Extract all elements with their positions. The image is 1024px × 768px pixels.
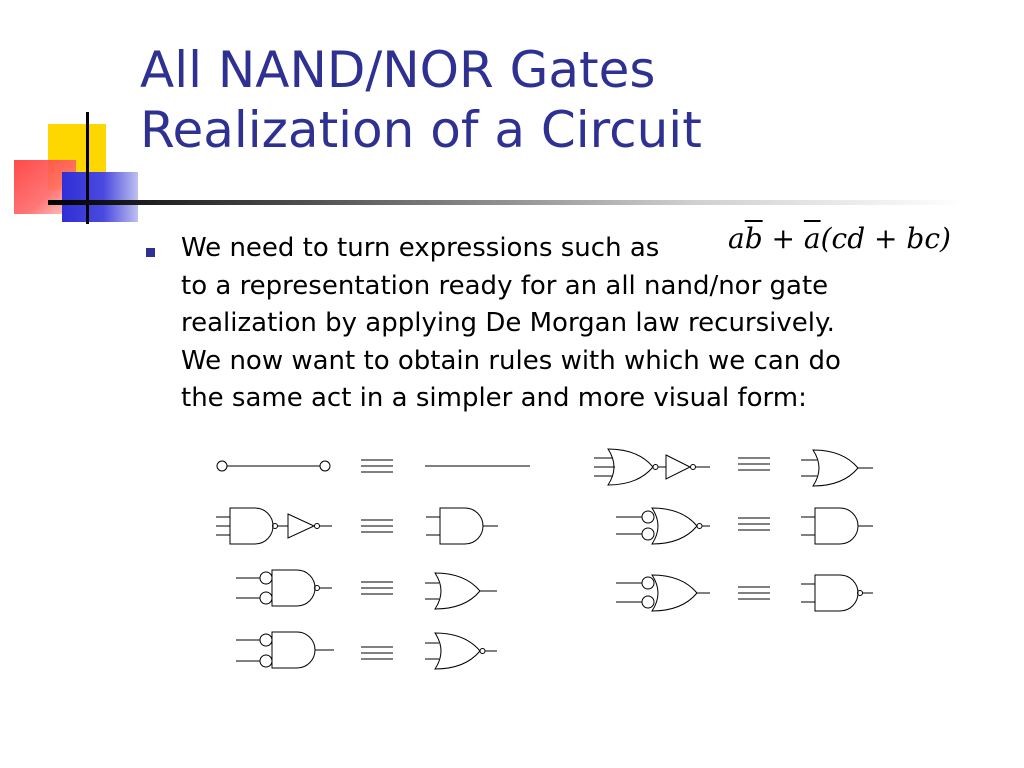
deco-vertical-line xyxy=(86,112,89,224)
expr-term-a-bar: a xyxy=(803,222,821,255)
nand-gate xyxy=(801,574,873,612)
or-inverted-inputs-gate xyxy=(616,574,710,612)
not-gate xyxy=(287,513,332,539)
slide-title: All NAND/NOR Gates Realization of a Circ… xyxy=(140,40,1000,160)
bullet-line-5: the same act in a simpler and more visua… xyxy=(181,383,807,413)
title-line-1: All NAND/NOR Gates xyxy=(140,41,656,99)
title-line-2: Realization of a Circuit xyxy=(140,101,702,159)
bullet-line-2: to a representation ready for an all nan… xyxy=(181,270,829,301)
equivalent-symbol xyxy=(360,646,394,660)
boolean-expression: ab + a(cd + bc) xyxy=(728,222,951,255)
bullet-square-icon xyxy=(146,248,155,257)
not-gate xyxy=(665,454,710,480)
nand-gate xyxy=(216,507,288,545)
equivalent-symbol xyxy=(737,586,771,600)
expr-plus-1: + xyxy=(762,222,804,255)
equivalent-symbol xyxy=(360,581,394,595)
nor-inverted-inputs-gate xyxy=(616,507,710,545)
or-gate xyxy=(425,572,497,610)
expr-term-bc: bc xyxy=(906,222,941,255)
bullet-line-1: We need to turn expressions such as xyxy=(181,233,660,263)
and-inverted-inputs-gate xyxy=(236,631,334,669)
equivalent-symbol xyxy=(360,519,394,533)
bullet-line-3: realization by applying De Morgan law re… xyxy=(181,308,835,338)
expr-close-paren: ) xyxy=(940,222,951,255)
nor-gate xyxy=(594,448,666,486)
bullet-line-4: We now want to obtain rules with which w… xyxy=(181,345,841,376)
equivalent-symbol xyxy=(737,457,771,471)
rule-double-inversion-wire xyxy=(216,460,331,472)
title-underline-rule xyxy=(48,200,968,205)
equivalent-symbol xyxy=(737,517,771,531)
nor-gate xyxy=(425,632,497,670)
expr-term-a: a xyxy=(728,222,745,255)
nand-inverted-inputs-gate xyxy=(236,569,332,607)
equivalent-symbol xyxy=(360,459,394,473)
expr-plus-2: + xyxy=(865,222,907,255)
deco-blue-square xyxy=(62,172,138,222)
and-gate xyxy=(801,507,873,545)
bullet-paragraph: We need to turn expressions such as to a… xyxy=(181,230,981,418)
expr-term-b-bar: b xyxy=(744,222,763,255)
or-gate xyxy=(801,449,873,487)
and-gate xyxy=(426,507,498,545)
expr-term-cd: (cd xyxy=(820,222,866,255)
